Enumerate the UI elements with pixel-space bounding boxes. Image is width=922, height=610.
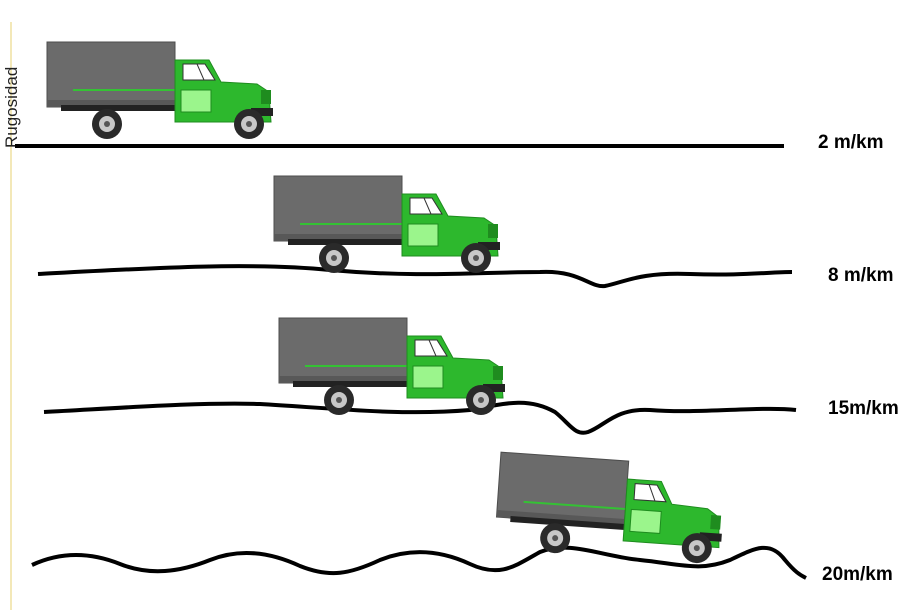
road-line-15 xyxy=(44,403,796,433)
road-line-8 xyxy=(38,266,792,286)
truck-2 xyxy=(274,176,500,273)
road-label-15: 15m/km xyxy=(828,398,899,420)
truck-1 xyxy=(47,42,273,139)
road-label-8: 8 m/km xyxy=(828,265,893,287)
truck-3 xyxy=(279,318,505,415)
truck-4 xyxy=(494,452,726,565)
road-label-2: 2 m/km xyxy=(818,132,883,154)
road-label-20: 20m/km xyxy=(822,564,893,586)
